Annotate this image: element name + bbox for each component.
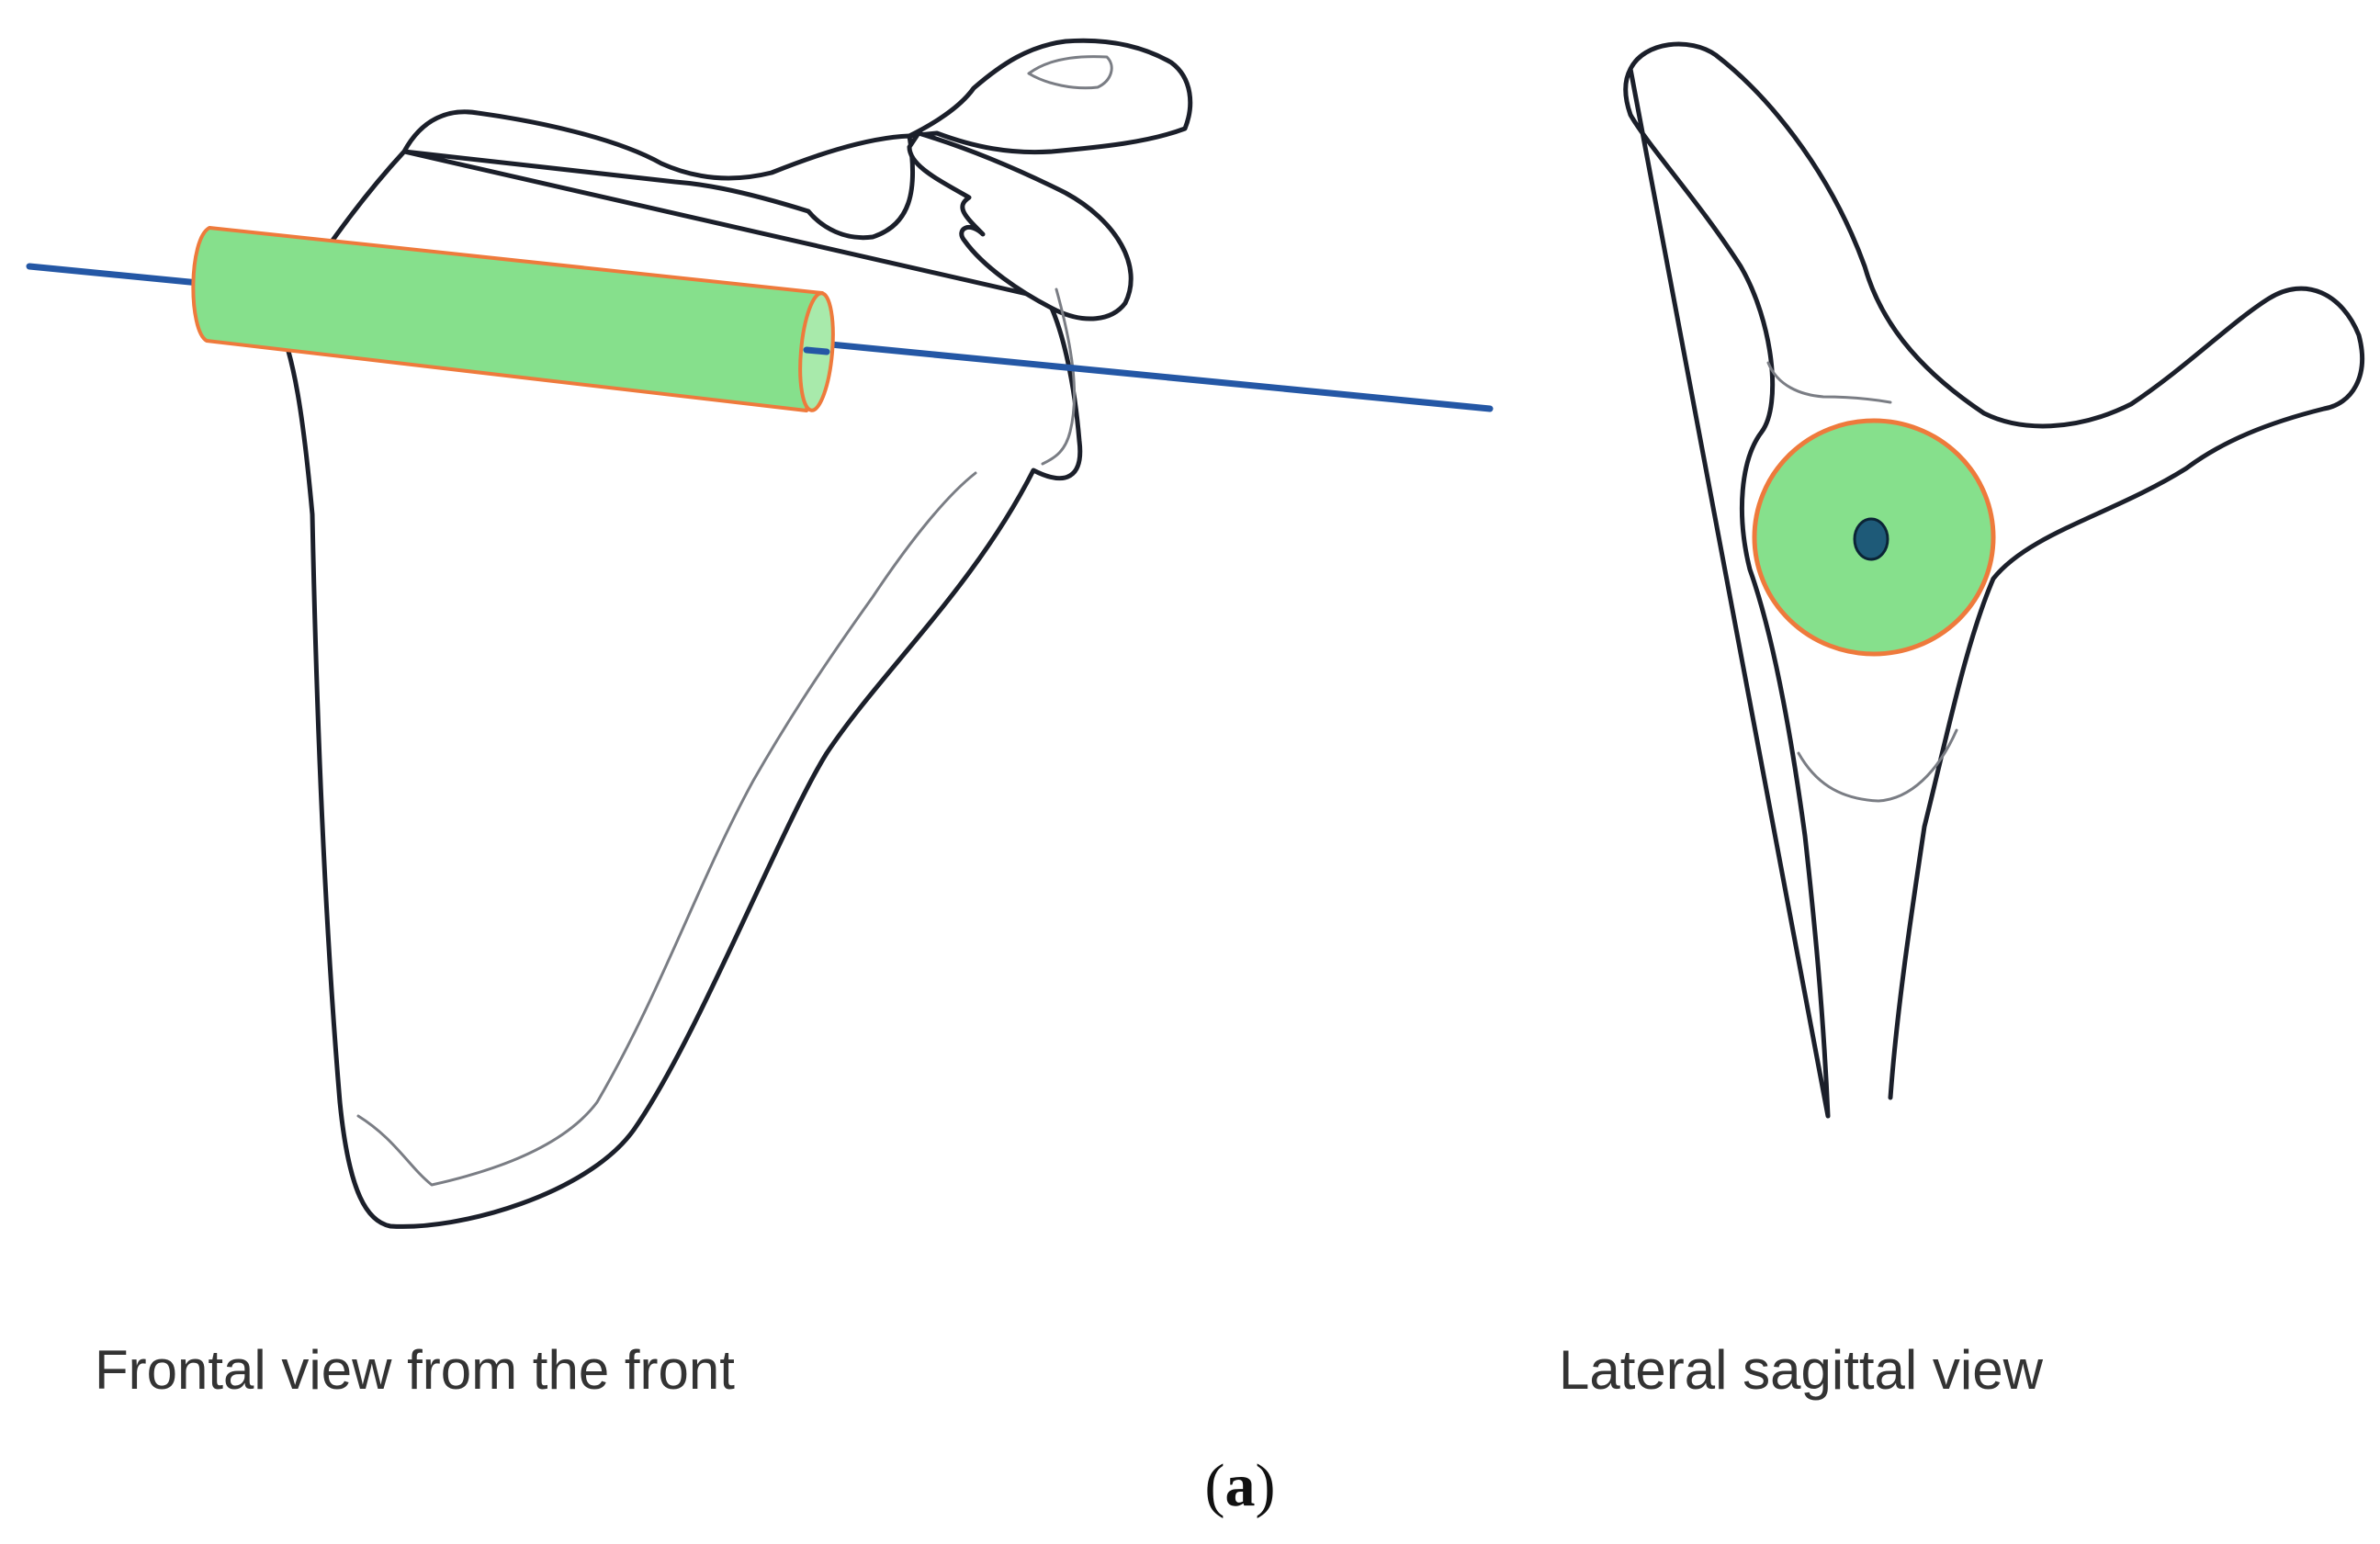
lateral-view-caption: Lateral sagittal view	[1559, 1339, 2043, 1401]
frontal-view-caption: Frontal view from the front	[95, 1339, 735, 1401]
frontal-cylinder-body	[191, 226, 824, 412]
frontal-inner-line-border	[356, 471, 977, 1187]
frontal-acromion-outline	[907, 38, 1193, 155]
panel-label-letter: a	[1224, 1452, 1256, 1519]
panel-label: (a)	[1190, 1456, 1291, 1516]
panel-label-close: )	[1255, 1452, 1276, 1519]
frontal-inner-line-top	[1027, 55, 1113, 90]
frontal-scapula-outline	[276, 109, 1083, 1229]
lateral-axis-dot	[1853, 517, 1889, 561]
frontal-coracoid-outline	[907, 130, 1134, 321]
lateral-view-group	[1623, 41, 2365, 1119]
lateral-inner-line-bottom	[1797, 728, 1958, 803]
frontal-inner-line-lateral	[1041, 287, 1077, 466]
frontal-view-group	[26, 38, 1494, 1229]
frontal-axis-exit	[803, 346, 830, 355]
panel-label-open: (	[1204, 1452, 1225, 1519]
lateral-scapula-outline	[1623, 41, 2365, 1119]
lateral-inner-line-top	[1766, 361, 1892, 404]
